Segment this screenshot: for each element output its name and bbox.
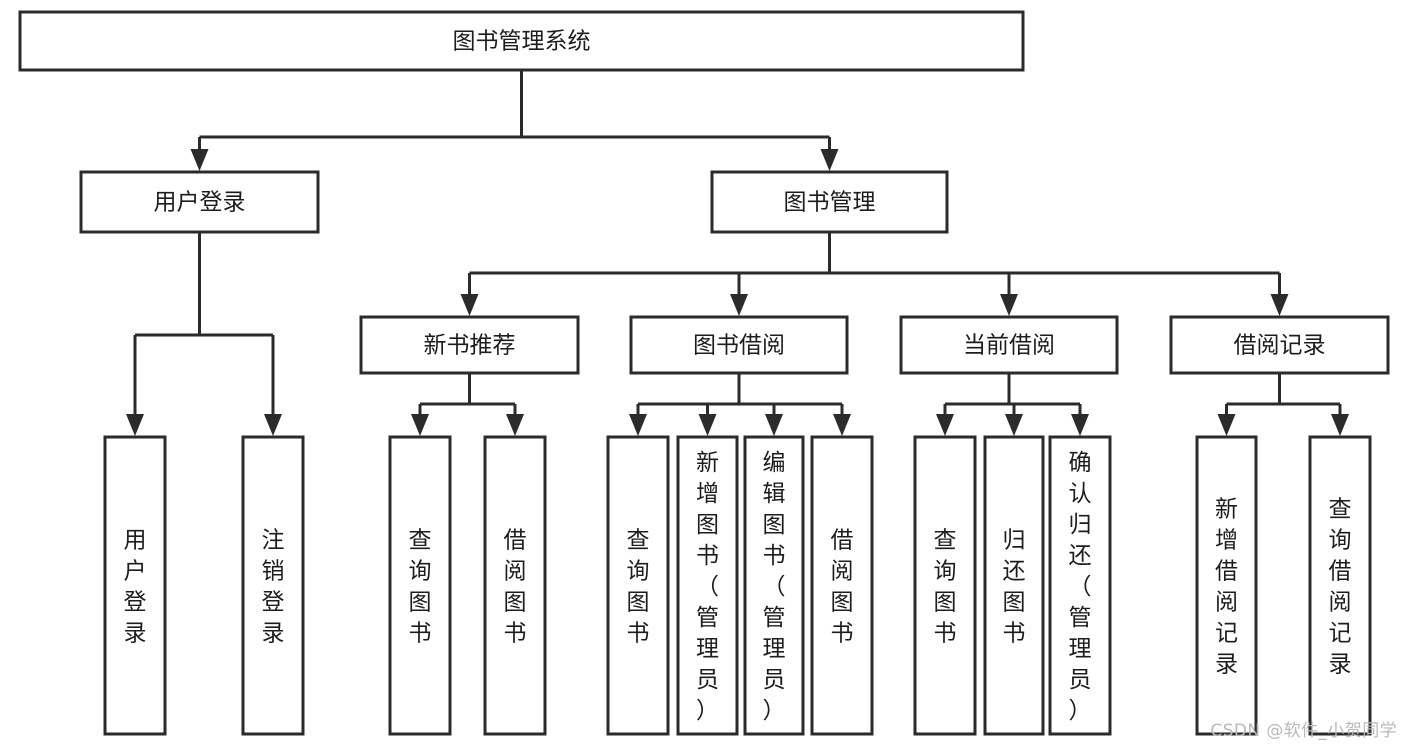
node-leaf-confirm-return-admin[interactable]: 确认归还（管理员）	[1048, 435, 1112, 736]
arrow-head-leaf-user-login	[126, 414, 144, 436]
node-leaf-query-borrow-record[interactable]: 查询借阅记录	[1308, 435, 1372, 736]
node-current-borrow[interactable]: 当前借阅	[899, 315, 1119, 375]
node-label-leaf-borrow-book-2: 借阅图书	[831, 528, 854, 647]
edge-group-book-borrow	[629, 373, 851, 436]
node-leaf-query-book-3[interactable]: 查询图书	[913, 435, 977, 736]
node-label-leaf-user-login: 用户登录	[124, 528, 147, 647]
arrow-head-leaf-edit-book-admin	[765, 414, 783, 436]
node-leaf-query-book-1[interactable]: 查询图书	[388, 435, 452, 736]
node-leaf-user-logout[interactable]: 注销登录	[241, 435, 305, 736]
arrow-head-leaf-return-book	[1005, 414, 1023, 436]
edge-group-user-login	[126, 232, 282, 436]
node-new-book-rec[interactable]: 新书推荐	[359, 315, 580, 375]
node-label-leaf-add-borrow-record: 新增借阅记录	[1215, 497, 1238, 678]
node-label-leaf-edit-book-admin: 编辑图书（管理员）	[763, 450, 786, 724]
arrow-head-borrow-record	[1270, 294, 1289, 316]
arrow-head-leaf-user-logout	[264, 414, 282, 436]
edge-group-borrow-record	[1217, 373, 1349, 436]
node-label-leaf-return-book: 归还图书	[1003, 528, 1026, 647]
node-label-new-book-rec: 新书推荐	[424, 333, 516, 359]
node-label-root: 图书管理系统	[453, 29, 591, 55]
node-box-leaf-add-book-admin	[676, 435, 739, 736]
arrow-head-leaf-borrow-book-1	[506, 414, 524, 436]
arrow-head-leaf-query-borrow-record	[1331, 414, 1349, 436]
arrow-head-book-borrow	[730, 294, 748, 316]
node-leaf-return-book[interactable]: 归还图书	[983, 435, 1045, 736]
arrow-head-leaf-add-borrow-record	[1217, 414, 1236, 436]
arrow-head-book-manage	[820, 149, 839, 171]
node-box-leaf-borrow-book-2	[810, 435, 874, 736]
node-box-current-borrow	[899, 315, 1119, 375]
arrow-head-leaf-borrow-book-2	[833, 414, 851, 436]
node-label-leaf-add-book-admin: 新增图书（管理员）	[696, 450, 719, 724]
edge-group-book-manage	[460, 232, 1289, 316]
node-box-leaf-add-borrow-record	[1195, 435, 1258, 736]
arrow-head-current-borrow	[1000, 294, 1018, 316]
node-label-current-borrow: 当前借阅	[963, 333, 1055, 359]
edges-layer	[126, 70, 1349, 436]
edge-group-new-book-rec	[411, 373, 524, 436]
node-book-borrow[interactable]: 图书借阅	[629, 315, 849, 375]
edge-group-root	[190, 70, 839, 171]
node-label-leaf-query-book-3: 查询图书	[934, 528, 957, 647]
arrow-head-leaf-confirm-return-admin	[1071, 414, 1089, 436]
node-box-leaf-query-book-3	[913, 435, 977, 736]
node-box-user-login	[79, 170, 320, 234]
node-box-leaf-return-book	[983, 435, 1045, 736]
nodes-layer: 图书管理系统用户登录图书管理新书推荐图书借阅当前借阅借阅记录用户登录注销登录查询…	[18, 10, 1390, 736]
node-box-borrow-record	[1169, 315, 1390, 375]
node-label-leaf-user-logout: 注销登录	[262, 528, 285, 647]
arrow-head-new-book-rec	[460, 294, 479, 316]
node-label-leaf-borrow-book-1: 借阅图书	[504, 528, 527, 647]
node-leaf-edit-book-admin[interactable]: 编辑图书（管理员）	[743, 435, 805, 736]
node-leaf-borrow-book-1[interactable]: 借阅图书	[483, 435, 547, 736]
node-box-leaf-edit-book-admin	[743, 435, 805, 736]
node-box-leaf-query-book-1	[388, 435, 452, 736]
arrow-head-leaf-query-book-2	[629, 414, 647, 436]
node-label-leaf-query-book-2: 查询图书	[627, 528, 650, 647]
node-label-user-login: 用户登录	[154, 190, 246, 216]
node-label-borrow-record: 借阅记录	[1234, 333, 1326, 359]
node-leaf-add-book-admin[interactable]: 新增图书（管理员）	[676, 435, 739, 736]
node-box-book-manage	[710, 170, 949, 234]
node-label-leaf-query-borrow-record: 查询借阅记录	[1329, 497, 1352, 678]
node-leaf-query-book-2[interactable]: 查询图书	[606, 435, 670, 736]
node-leaf-borrow-book-2[interactable]: 借阅图书	[810, 435, 874, 736]
node-borrow-record[interactable]: 借阅记录	[1169, 315, 1390, 375]
arrow-head-leaf-query-book-3	[936, 414, 954, 436]
node-box-leaf-confirm-return-admin	[1048, 435, 1112, 736]
node-root[interactable]: 图书管理系统	[18, 10, 1025, 72]
node-label-leaf-confirm-return-admin: 确认归还（管理员）	[1069, 450, 1092, 724]
node-book-manage[interactable]: 图书管理	[710, 170, 949, 234]
node-box-leaf-query-borrow-record	[1308, 435, 1372, 736]
node-leaf-user-login[interactable]: 用户登录	[103, 435, 167, 736]
arrow-head-user-login	[190, 149, 209, 171]
node-box-leaf-user-login	[103, 435, 167, 736]
node-label-book-manage: 图书管理	[784, 190, 876, 216]
node-leaf-add-borrow-record[interactable]: 新增借阅记录	[1195, 435, 1258, 736]
node-box-leaf-borrow-book-1	[483, 435, 547, 736]
edge-group-current-borrow	[936, 373, 1089, 436]
node-box-leaf-user-logout	[241, 435, 305, 736]
node-box-root	[18, 10, 1025, 72]
arrow-head-leaf-query-book-1	[411, 414, 429, 436]
node-box-new-book-rec	[359, 315, 580, 375]
node-label-leaf-query-book-1: 查询图书	[409, 528, 432, 647]
watermark-credit: CSDN @软件_小贺同学	[1210, 721, 1397, 741]
node-user-login[interactable]: 用户登录	[79, 170, 320, 234]
arrow-head-leaf-add-book-admin	[698, 414, 717, 436]
node-box-leaf-query-book-2	[606, 435, 670, 736]
node-label-book-borrow: 图书借阅	[693, 333, 785, 359]
node-box-book-borrow	[629, 315, 849, 375]
